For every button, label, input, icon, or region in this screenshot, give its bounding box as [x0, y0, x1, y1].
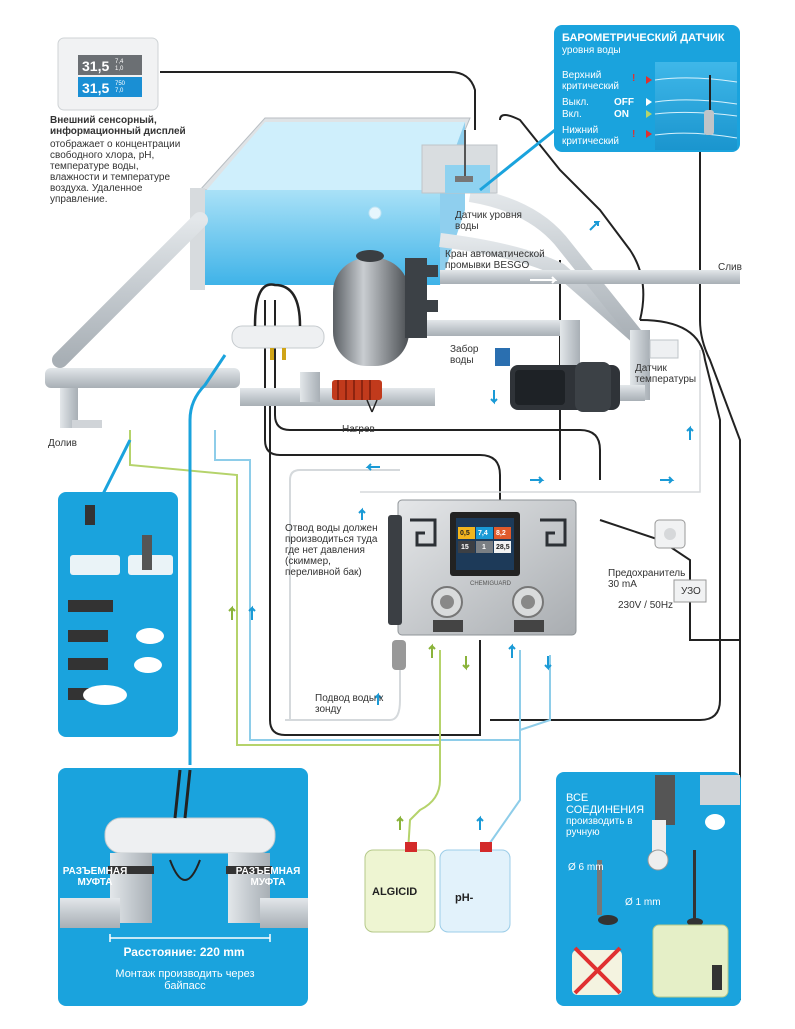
barometric-row-off-label: Выкл.	[562, 97, 589, 108]
heater	[332, 380, 382, 413]
dosing-lines	[129, 350, 701, 905]
ctrl-screen-v2: 7,4	[478, 530, 488, 537]
barometric-row-lower-mark: !	[632, 129, 636, 140]
display-small-bot-1: 750	[115, 81, 126, 87]
label-water-supply-probe: Подвод воды к зонду	[315, 693, 384, 715]
canister-algicid	[364, 842, 436, 933]
display-value-bottom: 31,5	[82, 80, 110, 96]
sand-filter	[333, 250, 438, 366]
label-drain: Слив	[718, 262, 742, 273]
bypass-detail-illustration	[60, 769, 308, 942]
bypass-coupling-left: РАЗЪЕМНАЯ МУФТА	[62, 866, 128, 888]
display-small-bot-2: 7,0	[115, 88, 124, 94]
bypass-distance: Расстояние: 220 mm	[123, 945, 245, 959]
ctrl-screen-v5: 1	[482, 544, 486, 551]
display-value-top: 31,5	[82, 58, 110, 74]
bypass-note: Монтаж производить через байпасс	[115, 968, 255, 992]
canister-ph-label: pH-	[455, 892, 474, 904]
label-rcd: УЗО	[681, 586, 701, 597]
bypass-unit	[231, 283, 325, 360]
connections-title: ВСЕ СОЕДИНЕНИЯ	[566, 792, 645, 816]
display-caption-title: Внешний сенсорный, информационный диспле…	[50, 115, 186, 137]
ctrl-screen-v1: 0,5	[460, 530, 470, 537]
ctrl-screen-v3: 8,2	[496, 530, 506, 537]
barometric-title: БАРОМЕТРИЧЕСКИЙ ДАТЧИК	[562, 32, 725, 44]
barometric-illustration	[646, 62, 738, 150]
label-fuse: Предохранитель 30 mA	[608, 568, 686, 590]
canister-ph	[439, 842, 511, 933]
barometric-row-upper-label: Верхний критический	[562, 70, 620, 92]
pool	[190, 117, 471, 290]
display-small-top-1: 7,4	[115, 59, 124, 65]
barometric-row-on-label: Вкл.	[562, 109, 582, 120]
barometric-subtitle: уровня воды	[562, 45, 621, 56]
label-water-return: Отвод воды должен производиться туда где…	[285, 523, 378, 578]
power-socket	[654, 519, 686, 549]
bypass-coupling-right: РАЗЪЕМНАЯ МУФТА	[235, 866, 301, 888]
connections-d6: Ø 6 mm	[568, 862, 604, 873]
rcd-box	[673, 579, 707, 603]
label-level-sensor: Датчик уровня воды	[455, 210, 522, 232]
external-display	[57, 37, 159, 111]
tubing-steps-illustration	[68, 505, 173, 705]
callout-lines	[98, 128, 556, 765]
controller-unit	[388, 499, 577, 670]
temperature-sensor-device	[649, 339, 679, 359]
label-refill: Долив	[48, 438, 77, 449]
connections-illustration	[572, 775, 740, 998]
display-caption-body: отображает о концентрации свободного хло…	[50, 139, 181, 205]
barometric-row-lower-label: Нижний критический	[562, 125, 620, 147]
label-water-intake: Забор воды	[450, 344, 479, 366]
canister-algicid-label: ALGICID	[372, 886, 418, 898]
label-voltage: 230V / 50Hz	[618, 600, 674, 611]
connections-subtitle: производить в ручную	[566, 816, 633, 838]
label-heating: Нагрев	[342, 424, 375, 435]
connections-d1: Ø 1 mm	[625, 897, 661, 908]
ctrl-screen-v4: 15	[461, 544, 469, 551]
barometric-row-on-state: ON	[614, 109, 629, 120]
label-flush-valve: Кран автоматической промывки BESGO	[445, 249, 545, 271]
ctrl-brand: CHEMIGUARD	[470, 581, 512, 587]
label-temp-sensor: Датчик температуры	[635, 363, 697, 385]
flow-arrows	[228, 221, 694, 830]
pump	[495, 348, 620, 412]
barometric-row-off-state: OFF	[614, 97, 634, 108]
ctrl-screen-v6: 28,5	[496, 544, 510, 551]
barometric-row-upper-mark: !	[632, 73, 636, 84]
display-small-top-2: 1,0	[115, 66, 124, 72]
